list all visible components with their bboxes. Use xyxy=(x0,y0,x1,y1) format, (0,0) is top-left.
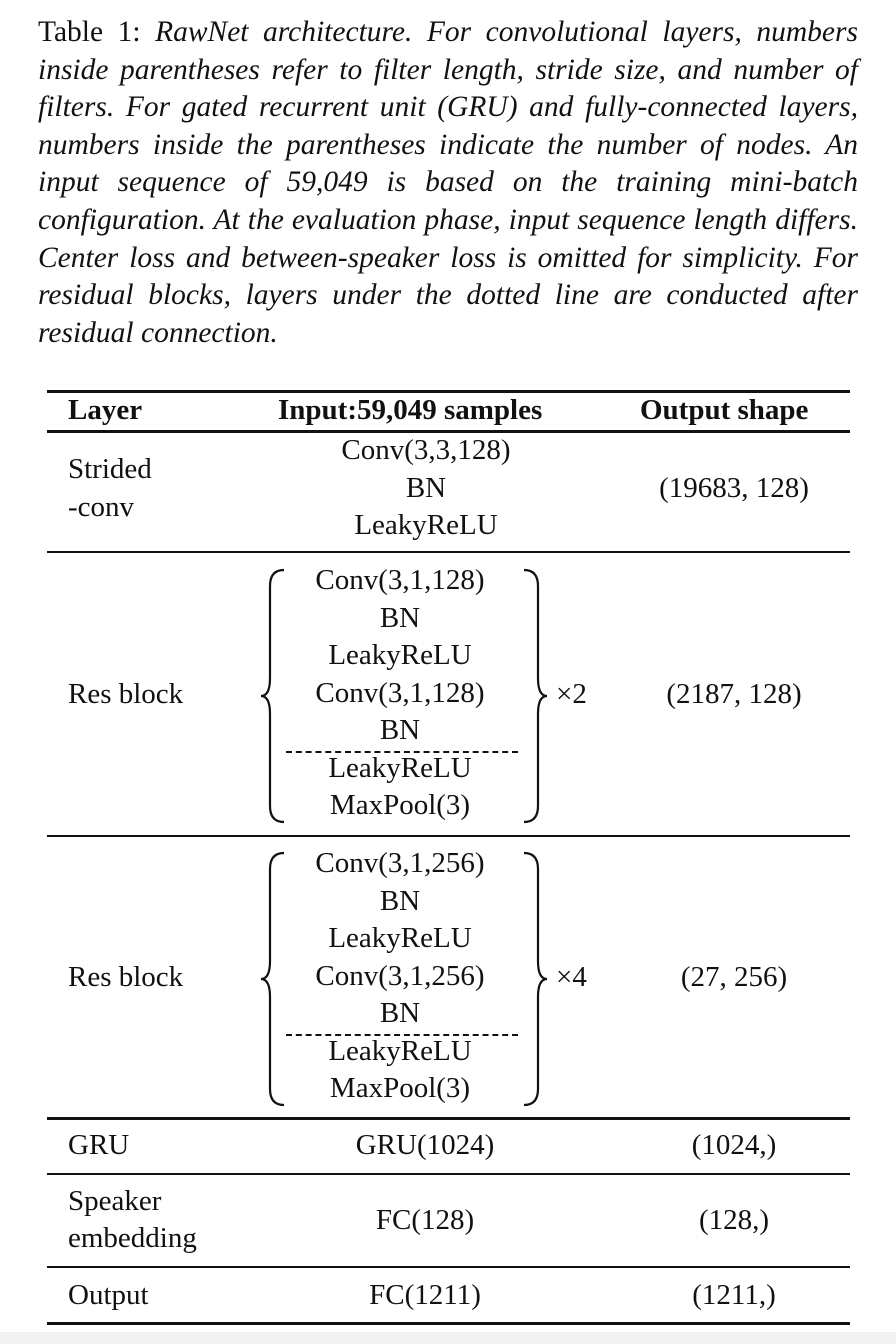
header-output: Output shape xyxy=(640,394,809,426)
out-output: (1211,) xyxy=(692,1279,776,1311)
embed-layer-line1: Speaker xyxy=(68,1185,162,1217)
embed-op: FC(128) xyxy=(375,1204,475,1236)
op-cell: LeakyReLU xyxy=(328,639,472,671)
row-rule xyxy=(47,1117,850,1120)
caption-label: Table 1: xyxy=(38,16,156,48)
left-brace xyxy=(260,851,285,1107)
strided-output: (19683, 128) xyxy=(659,472,809,504)
strided-layer-line1: Strided xyxy=(68,453,152,485)
op-cell: Conv(3,1,128) xyxy=(315,676,485,709)
header-layer: Layer xyxy=(68,394,143,426)
op-cell: BN xyxy=(379,601,421,634)
row-rule xyxy=(47,1266,850,1268)
op-cell: LeakyReLU xyxy=(328,1034,472,1067)
gru-op: GRU(1024) xyxy=(355,1129,495,1161)
op-cell: Conv(3,1,256) xyxy=(315,847,485,879)
res2-layer: Res block xyxy=(68,961,184,993)
op-cell: LeakyReLU xyxy=(354,509,498,541)
header-input: Input:59,049 samples xyxy=(278,394,543,426)
op-cell: MaxPool(3) xyxy=(329,789,471,821)
left-brace xyxy=(260,568,285,824)
res2-ops: Conv(3,1,256) BN LeakyReLU Conv(3,1,256)… xyxy=(290,845,510,1108)
res1-repeat: ×2 xyxy=(556,678,587,710)
strided-layer-line2: -conv xyxy=(68,491,135,523)
gru-layer: GRU xyxy=(68,1129,130,1161)
op-cell: Conv(3,1,128) xyxy=(315,564,485,596)
op-cell: MaxPool(3) xyxy=(329,1072,471,1104)
op-cell: BN xyxy=(379,997,421,1029)
out-op: FC(1211) xyxy=(369,1279,481,1311)
res2-output: (27, 256) xyxy=(680,961,788,993)
res1-layer: Res block xyxy=(68,678,184,710)
op-cell: BN xyxy=(405,471,447,504)
gru-output: (1024,) xyxy=(691,1129,777,1161)
row-rule xyxy=(47,835,850,837)
embed-output: (128,) xyxy=(698,1204,770,1236)
row-rule xyxy=(47,551,850,553)
right-brace xyxy=(523,851,548,1107)
out-layer: Output xyxy=(68,1279,149,1311)
strided-ops: Conv(3,3,128) BN LeakyReLU xyxy=(316,432,536,545)
res1-output: (2187, 128) xyxy=(666,678,802,710)
caption-text: RawNet architecture. For convolutional l… xyxy=(38,16,858,349)
table-caption: Table 1: RawNet architecture. For convol… xyxy=(38,14,858,352)
op-cell: BN xyxy=(379,714,421,746)
dotted-line xyxy=(286,751,518,753)
row-rule xyxy=(47,1173,850,1175)
op-cell: LeakyReLU xyxy=(328,922,472,954)
right-brace xyxy=(523,568,548,824)
op-cell: BN xyxy=(379,884,421,917)
table-bottom-rule xyxy=(47,1322,850,1325)
res2-repeat: ×4 xyxy=(556,961,587,993)
page-bottom-strip xyxy=(0,1332,896,1344)
op-cell: LeakyReLU xyxy=(328,751,472,784)
res1-ops: Conv(3,1,128) BN LeakyReLU Conv(3,1,128)… xyxy=(290,562,510,825)
table-top-rule xyxy=(47,390,850,393)
header-rule xyxy=(47,430,850,433)
dotted-line xyxy=(286,1034,518,1036)
embed-layer-line2: embedding xyxy=(68,1222,197,1254)
op-cell: Conv(3,3,128) xyxy=(341,434,511,466)
op-cell: Conv(3,1,256) xyxy=(315,959,485,992)
